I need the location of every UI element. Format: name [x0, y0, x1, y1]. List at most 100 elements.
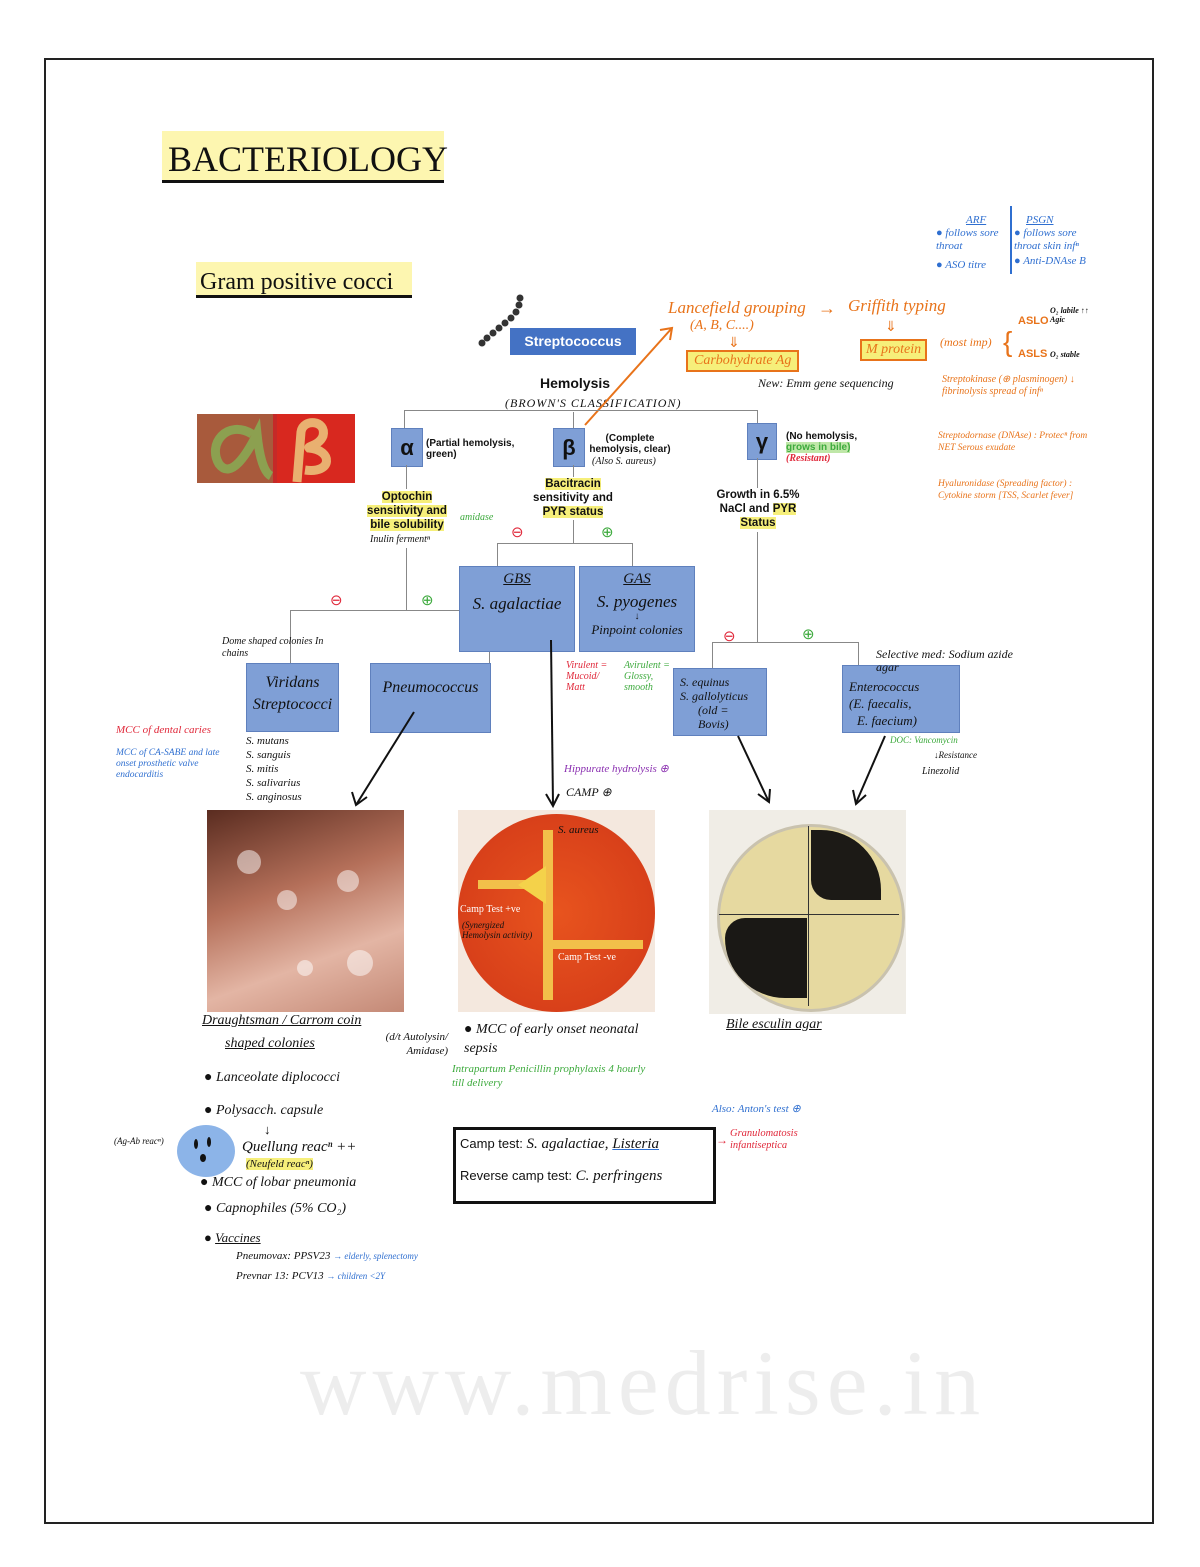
tree-connector: [712, 642, 858, 643]
viridans-box: Viridans Streptococci: [246, 663, 339, 732]
brace-icon: {: [1003, 326, 1013, 357]
hemolysis-label: Hemolysis: [540, 375, 611, 391]
vaccine-note: → children <2Y: [326, 1271, 386, 1281]
enzyme-streptodornase: Streptodornase (DNAse) : Protecⁿ from NE…: [938, 430, 1094, 454]
vaccine-ppsv23: Pneumovax: PPSV23 → elderly, splenectomy: [236, 1250, 418, 1262]
streptococcus-chain-icon: [478, 294, 524, 347]
down-arrow-icon: ↓: [264, 1122, 271, 1137]
positive-sign: ⊕: [601, 524, 614, 541]
virulent-note: Virulent = Mucoid/ Matt: [566, 660, 608, 693]
prophylaxis-note: Intrapartum Penicillin prophylaxis 4 hou…: [452, 1063, 646, 1089]
tree-connector: [632, 543, 633, 566]
granulomatosis-note: Granulomatosis infantiseptica: [730, 1128, 798, 1151]
beta-description: (Complete hemolysis, clear): [589, 433, 671, 455]
bullet-text: MCC of lobar pneumonia: [211, 1175, 357, 1190]
tree-connector: [757, 532, 758, 642]
amidase-note: amidase: [460, 512, 494, 523]
listeria-label: Listeria: [612, 1136, 659, 1152]
avirulent-note: Avirulent = Glossy, smooth: [624, 660, 670, 693]
resistance-note: ↓Resistance: [934, 750, 977, 760]
s-equinus-box: S. equinus S. gallolyticus (old = Bovis): [673, 668, 767, 736]
tree-connector: [757, 458, 758, 488]
resistant-note: (Resistant): [786, 453, 831, 464]
vaccine-name: Prevnar 13: PCV13: [236, 1270, 324, 1282]
negative-sign: ⊖: [723, 628, 736, 645]
bullet-capnophiles: ● Capnophiles (5% CO₂): [204, 1201, 347, 1216]
bullet-capsule: ● Polysacch. capsule: [204, 1103, 324, 1118]
sensitivity-label: sensitivity and: [367, 505, 447, 517]
bullet-vaccines: ● Vaccines: [204, 1230, 261, 1245]
classification-label: (BROWN'S CLASSIFICATION): [505, 396, 682, 410]
hemolysis-letters-drawing: [210, 418, 331, 483]
aslo-note: O₂ labile ↑↑ Agic: [1050, 306, 1089, 324]
psgn-notes: PSGN ● follows sore throat skin infⁿ ● A…: [1014, 214, 1098, 268]
arrow-equinus-image: [737, 735, 769, 801]
psgn-item-text: Anti-DNAse B: [1023, 255, 1086, 267]
pneumococcus-caption-1: Draughtsman / Carrom coin: [202, 1013, 362, 1028]
tree-connector: [404, 410, 758, 411]
ag-ab-note: (Ag-Ab reacⁿ): [114, 1136, 164, 1146]
vaccine-note: → elderly, splenectomy: [333, 1251, 418, 1261]
positive-sign: ⊕: [421, 592, 434, 609]
gamma-desc-text: (No hemolysis,: [786, 431, 858, 442]
reverse-camp-value: C. perfringens: [575, 1168, 663, 1184]
psgn-item: ● Anti-DNAse B: [1014, 255, 1086, 267]
bullet-text: Vaccines: [215, 1230, 261, 1245]
m-protein-box: M protein: [860, 339, 928, 361]
bullet-lobar-pneumonia: ● MCC of lobar pneumonia: [200, 1175, 357, 1190]
s-aureus-label: S. aureus: [558, 824, 599, 836]
tree-connector: [290, 610, 490, 611]
griffith-typing: Griffith typing: [848, 296, 946, 315]
vaccine-name: Pneumovax: PPSV23: [236, 1250, 331, 1262]
tree-connector: [757, 410, 758, 423]
right-arrow-icon: →: [818, 298, 836, 318]
bile-solubility-label: bile solubility: [370, 519, 444, 531]
tree-connector: [858, 642, 859, 665]
arf-heading: ARF: [966, 214, 987, 226]
linezolid-note: Linezolid: [922, 766, 960, 777]
arf-item-text: ASO titre: [945, 259, 987, 271]
anton-test-note: Also: Anton's test ⊕: [712, 1103, 801, 1115]
asls-note: O₂ stable: [1050, 350, 1080, 359]
gamma-test: Growth in 6.5% NaCl and PYR Status: [708, 488, 808, 530]
camp-negative-label: Camp Test -ve: [558, 952, 616, 963]
camp-value: S. agalactiae,: [526, 1136, 613, 1152]
tree-connector: [290, 610, 291, 663]
divider: [1010, 206, 1012, 274]
status-label: Status: [740, 517, 776, 529]
alpha-description: (Partial hemolysis, green): [426, 438, 515, 460]
bile-esculin-caption: Bile esculin agar: [726, 1017, 822, 1032]
species-item: S. mitis: [246, 763, 279, 775]
species-item: S. mutans: [246, 735, 289, 747]
carbohydrate-ag-box: Carbohydrate Ag: [686, 350, 800, 372]
double-down-arrow-icon: ⇓: [885, 318, 897, 334]
doc-note: DOC: Vancomycin: [890, 735, 958, 745]
alpha-box: α: [391, 428, 423, 467]
reverse-camp-label: Reverse camp test:: [460, 1168, 572, 1183]
arf-item-text: follows sore throat: [936, 227, 999, 252]
bacitracin-label: Bacitracin: [545, 478, 601, 490]
page-border: [44, 58, 1154, 1524]
species-item: S. sanguis: [246, 749, 291, 761]
grows-in-bile: grows in bile): [786, 442, 851, 453]
pneumococcus-caption-2: shaped colonies: [225, 1036, 315, 1051]
double-down-arrow-icon: ⇓: [728, 334, 740, 350]
aslo-label: ASLO: [1018, 315, 1049, 327]
tree-connector: [404, 410, 405, 428]
bullet-text: Capnophiles (5% CO₂): [215, 1201, 347, 1216]
enzyme-name: Streptodornase (DNAse): [938, 431, 1032, 441]
gbs-box: GBS S. agalactiae: [459, 566, 575, 652]
beta-box: β: [553, 428, 585, 467]
dome-colonies-note: Dome shaped colonies In chains: [222, 636, 324, 659]
quellung-note: Quellung reacⁿ ++: [242, 1139, 357, 1155]
neufeld-note: (Neufeld reacⁿ): [246, 1158, 313, 1171]
gamma-description: (No hemolysis, grows in bile) (Resistant…: [786, 431, 866, 464]
page-title: BACTERIOLOGY: [162, 131, 448, 183]
reverse-camp-row: Reverse camp test: C. perfringens: [460, 1168, 662, 1185]
box-line: S. gallolyticus: [680, 689, 748, 703]
selective-medium-note: Selective med: Sodium azide agar: [876, 647, 1013, 674]
pointer-arrows: [351, 639, 886, 809]
psgn-heading: PSGN: [1026, 214, 1054, 226]
box-line: S. equinus: [680, 675, 730, 689]
gas-box: GAS S. pyogenes ↓ Pinpoint colonies: [579, 566, 695, 652]
